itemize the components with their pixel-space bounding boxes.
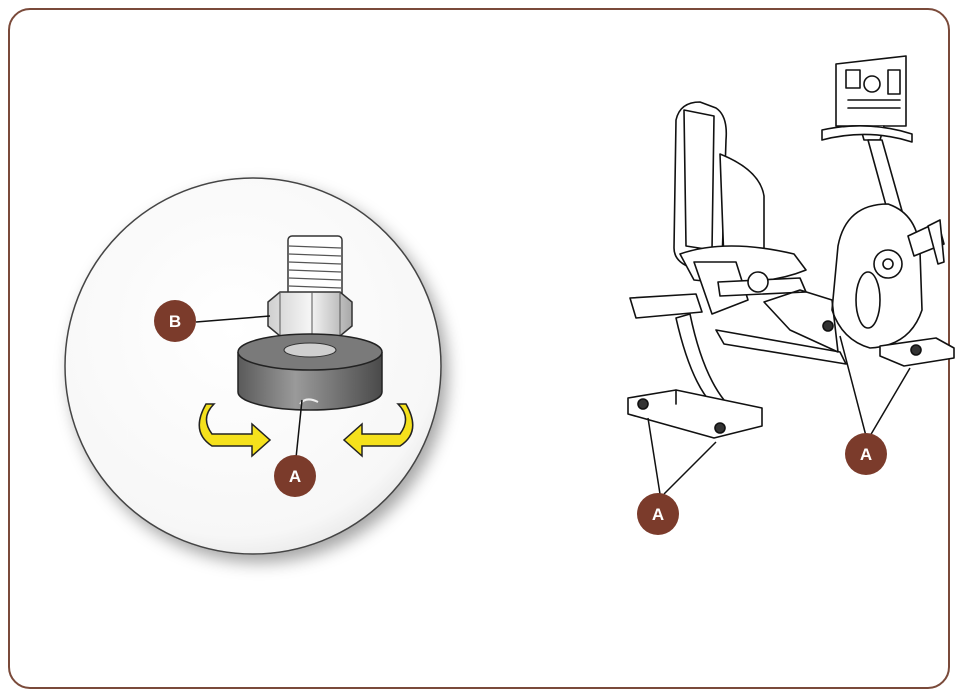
recumbent-bike-icon bbox=[627, 55, 955, 439]
callout-a-bike-left: A bbox=[637, 493, 679, 535]
callout-a-foot: A bbox=[274, 455, 316, 497]
leveling-foot-icon bbox=[237, 235, 383, 411]
callout-a-bike-right: A bbox=[845, 433, 887, 475]
callout-a-bike-right-label: A bbox=[860, 445, 872, 464]
callout-a-bike-left-label: A bbox=[652, 505, 664, 524]
callout-a-foot-label: A bbox=[289, 467, 301, 486]
rotate-arrow-icon bbox=[198, 403, 414, 458]
callout-b: B bbox=[154, 300, 196, 342]
callout-b-label: B bbox=[169, 312, 181, 331]
leveling-foot-detail: B A bbox=[64, 177, 442, 555]
hex-nut bbox=[267, 291, 353, 337]
